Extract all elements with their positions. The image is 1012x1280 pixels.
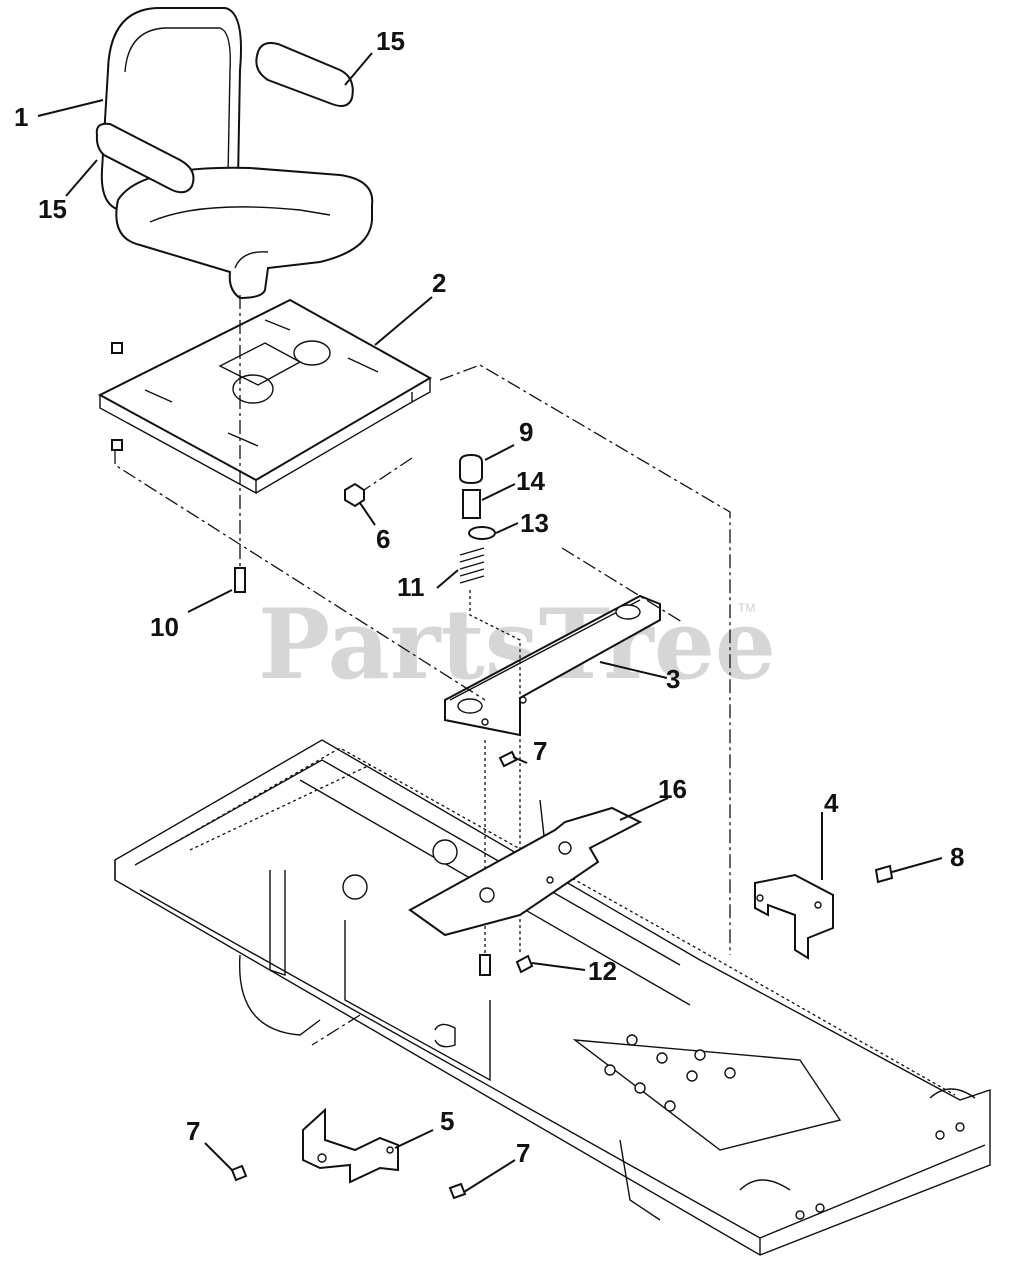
hardware-parts — [111, 342, 496, 593]
callout-11: 11 — [397, 572, 425, 602]
bolt-10 — [234, 567, 246, 593]
seat-pan-part — [97, 298, 433, 495]
bracket-4-part — [754, 873, 834, 960]
callout-1: 1 — [14, 102, 28, 132]
frame-part — [114, 739, 991, 1256]
callout-2: 2 — [432, 268, 446, 298]
assembly-lines — [114, 295, 731, 1046]
callout-3: 3 — [666, 664, 680, 694]
callout-4: 4 — [824, 788, 839, 818]
nut-6 — [344, 482, 365, 508]
washer-13 — [468, 526, 496, 540]
callout-6: 6 — [376, 524, 390, 554]
callout-16: 16 — [658, 774, 687, 804]
callout-7b: 7 — [186, 1116, 200, 1146]
callout-7a: 7 — [533, 736, 547, 766]
callout-15b: 15 — [38, 194, 67, 224]
spacer-14 — [462, 489, 481, 519]
callout-10: 10 — [150, 612, 179, 642]
callouts: 1 2 3 4 5 6 7 7 7 8 9 10 11 12 13 14 15 … — [14, 26, 964, 1168]
callout-7c: 7 — [516, 1138, 530, 1168]
plate-part — [408, 806, 643, 937]
callout-12: 12 — [588, 956, 617, 986]
callout-14: 14 — [516, 466, 545, 496]
callout-9: 9 — [519, 417, 533, 447]
bracket-5-part — [302, 1107, 399, 1184]
bumper-9 — [459, 453, 483, 485]
spring-11 — [459, 547, 485, 584]
callout-8: 8 — [950, 842, 964, 872]
watermark-trademark: TM — [738, 601, 755, 615]
callout-13: 13 — [520, 508, 549, 538]
leader-lines — [37, 52, 943, 1193]
seat-part — [95, 7, 374, 300]
callout-15a: 15 — [376, 26, 405, 56]
seat-bracket-part — [444, 594, 661, 737]
callout-5: 5 — [440, 1106, 454, 1136]
bolts — [230, 750, 894, 1200]
